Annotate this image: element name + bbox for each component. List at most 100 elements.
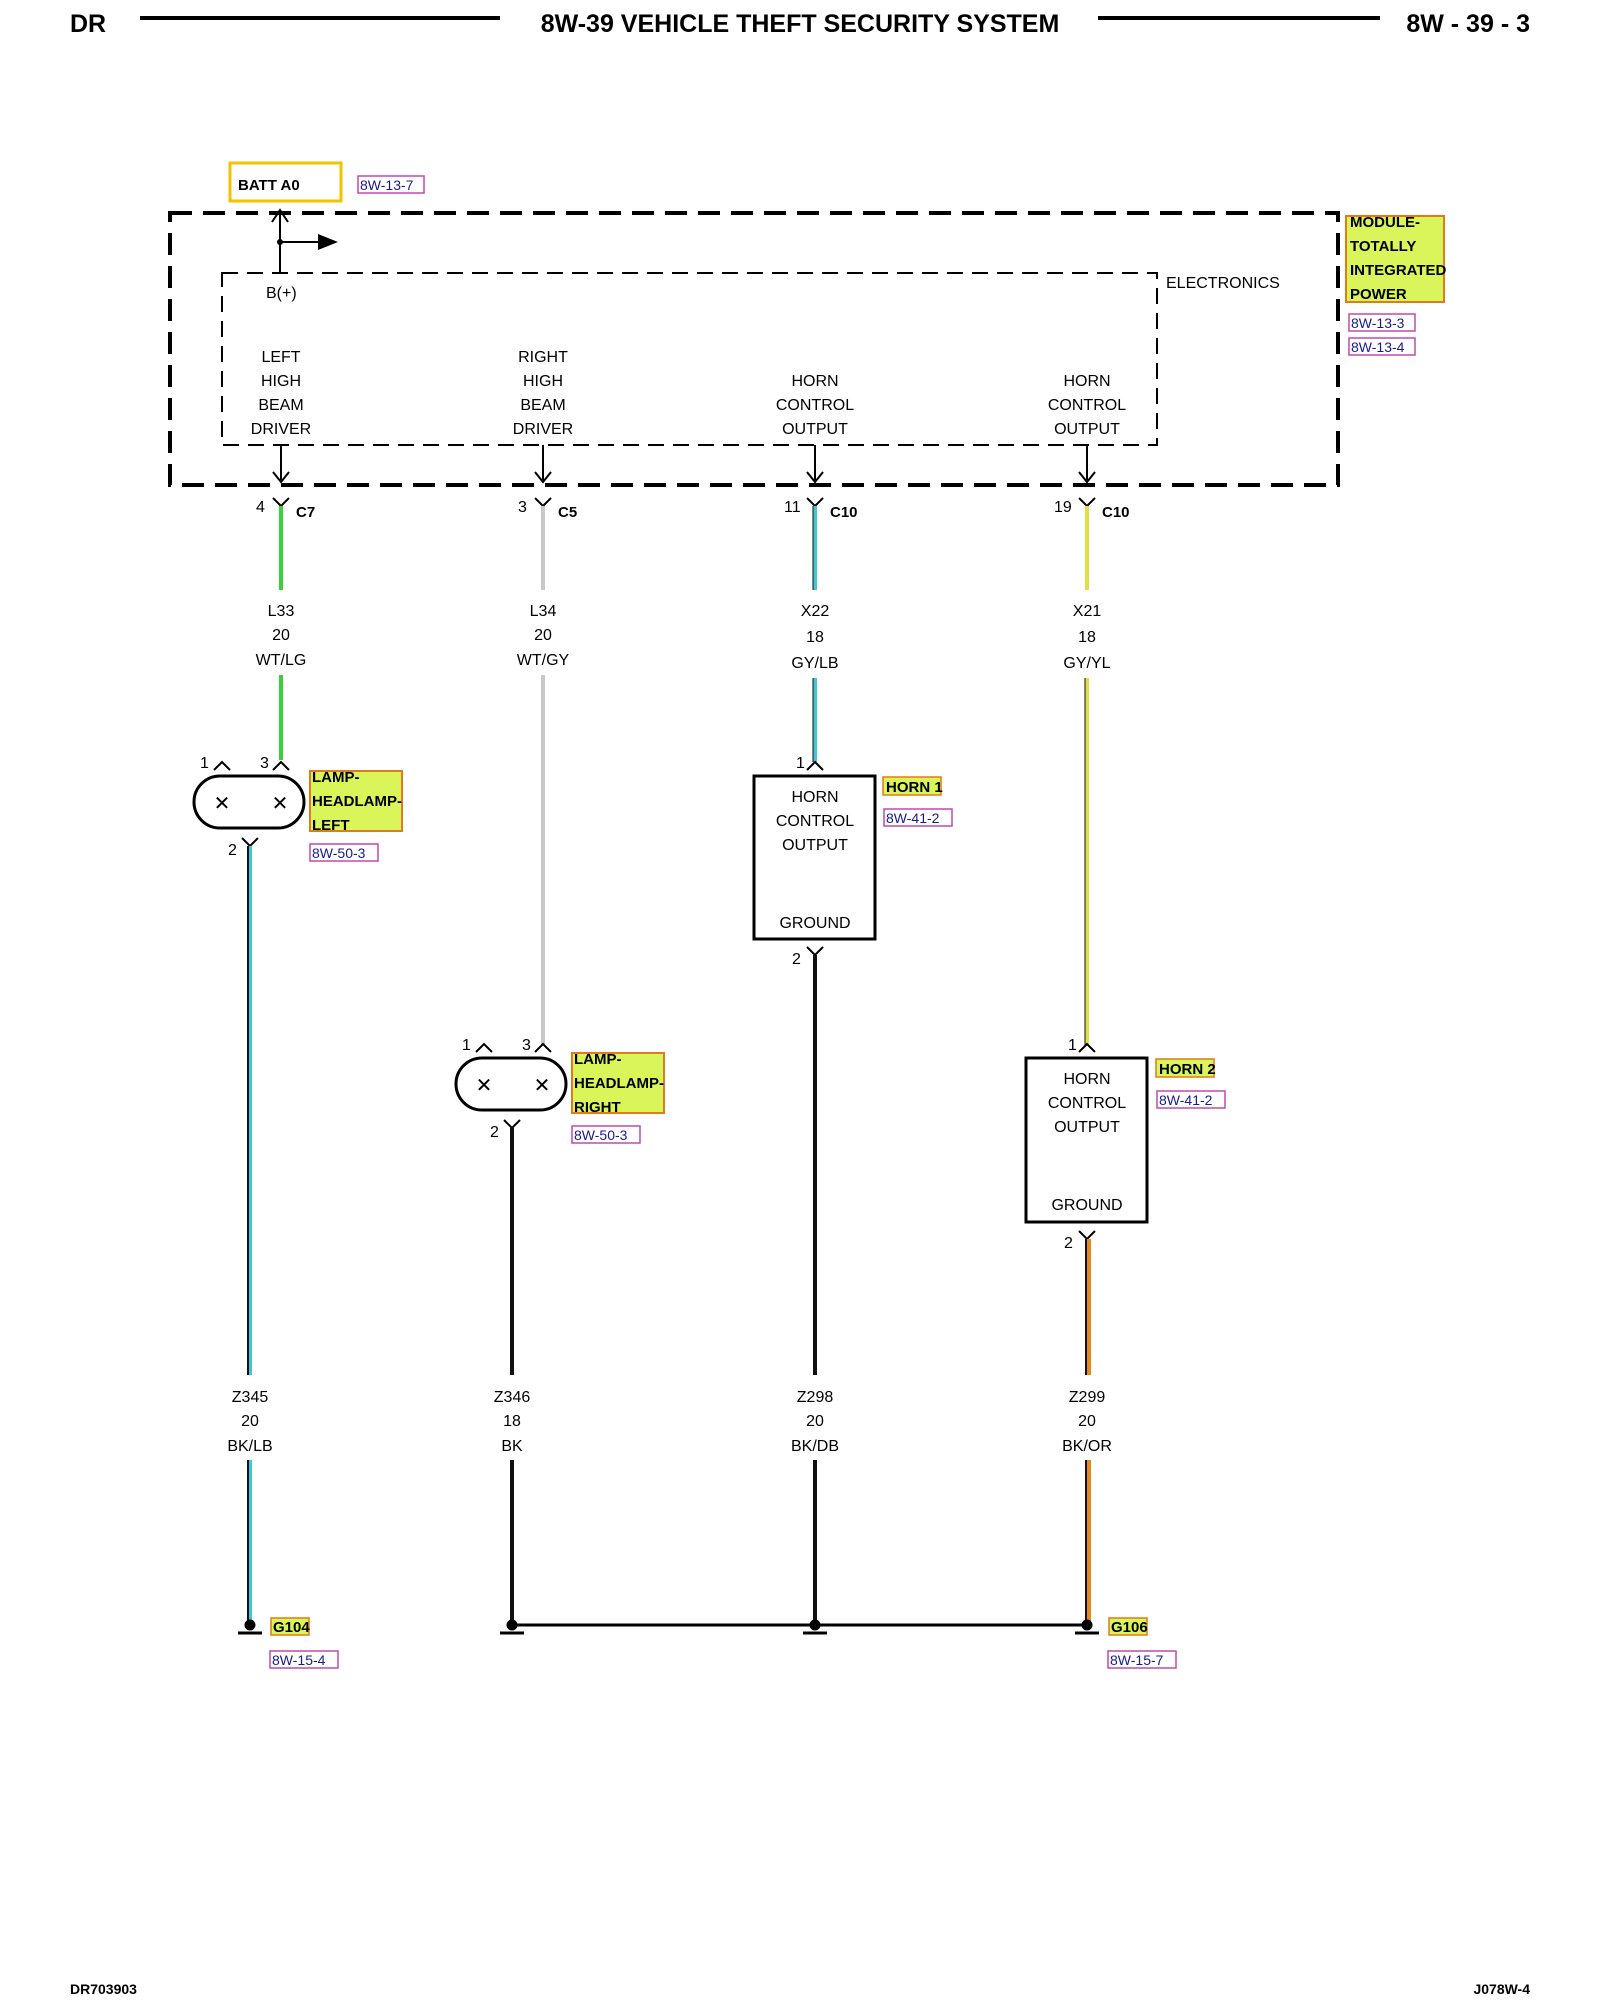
horn2-pin1: 1: [1068, 1037, 1077, 1054]
headlamp-right-name-3: RIGHT: [574, 1099, 621, 1116]
horn1-body: [752, 774, 877, 941]
bplus-splice: [277, 239, 283, 245]
wire-z346-gauge: 18: [503, 1413, 521, 1430]
batt-ref-link[interactable]: 8W-13-7: [360, 177, 414, 193]
headlamp-left-symbol: [192, 774, 306, 830]
horn2-ground-label: GROUND: [1051, 1197, 1122, 1214]
horn1-ref-box[interactable]: [883, 808, 953, 827]
g104-ref-link[interactable]: 8W-15-4: [272, 1652, 326, 1668]
out4-arrow: [1078, 471, 1096, 484]
horn1-ground-label: GROUND: [779, 915, 850, 932]
wire-l34-color: WT/GY: [517, 652, 570, 669]
g104-ref-box[interactable]: [269, 1650, 339, 1669]
out2-line-2: HIGH: [523, 373, 563, 390]
wire-z299-gauge: 20: [1078, 1413, 1096, 1430]
headlamp-right-ref-box[interactable]: [571, 1125, 641, 1144]
c5-pin: 3: [518, 499, 527, 516]
out4-line-1: HORN: [1063, 373, 1110, 390]
horn2-ref-box[interactable]: [1156, 1090, 1226, 1109]
g104-splice-dot: [244, 1619, 256, 1631]
bplus-branch-arrow: [318, 234, 338, 250]
horn2-name-box: [1155, 1058, 1215, 1078]
module-ref-link-2[interactable]: 8W-13-4: [1351, 339, 1405, 355]
horn1-name-box: [882, 776, 942, 796]
headlamp-right-filament-1: ✕: [476, 1075, 493, 1097]
g106-splice-dot: [1081, 1619, 1093, 1631]
g106-name-box: [1108, 1617, 1148, 1636]
headlamp-left-name-3: LEFT: [312, 817, 350, 834]
horn2-pin2-symbol: [1078, 1230, 1096, 1241]
g104-name-box: [270, 1617, 310, 1636]
c7-pin: 4: [256, 499, 265, 516]
horn2-name: HORN 2: [1159, 1061, 1216, 1078]
headlamp-right-pin1: 1: [462, 1037, 471, 1054]
module-name-line-4: POWER: [1350, 286, 1407, 303]
horn2-line-1: HORN: [1063, 1071, 1110, 1088]
headlamp-left-pin3: 3: [260, 755, 269, 772]
wire-z346-color: BK: [501, 1438, 523, 1455]
g106-name: G106: [1111, 1619, 1148, 1636]
wire-x21-color: GY/YL: [1063, 655, 1110, 672]
headlamp-right-pin1-symbol: [475, 1042, 493, 1053]
horn2-pin1-symbol: [1078, 1042, 1096, 1053]
batt-ref-box[interactable]: [357, 175, 425, 194]
module-ref-link-1[interactable]: 8W-13-3: [1351, 315, 1405, 331]
wire-x21-gauge: 18: [1078, 629, 1096, 646]
headlamp-right-filament-2: ✕: [534, 1075, 551, 1097]
module-name-box: [1345, 215, 1445, 303]
batt-label: BATT A0: [238, 177, 300, 194]
out2-line-4: DRIVER: [513, 421, 573, 438]
horn2-ref-link[interactable]: 8W-41-2: [1159, 1092, 1213, 1108]
wire-z298-color: BK/DB: [791, 1438, 839, 1455]
horn2-pin2: 2: [1064, 1235, 1073, 1252]
horn1-ref-link[interactable]: 8W-41-2: [886, 810, 940, 826]
out1-arrow: [272, 471, 290, 484]
footer-right: J078W-4: [1473, 1981, 1530, 1997]
horn2-line-3: OUTPUT: [1054, 1119, 1120, 1136]
headlamp-right-ref-link[interactable]: 8W-50-3: [574, 1127, 628, 1143]
headlamp-left-pin1-symbol: [213, 760, 231, 771]
c10-pin-11: 11: [784, 499, 801, 516]
out4-line-3: OUTPUT: [1054, 421, 1120, 438]
wire-l34-id: L34: [530, 603, 557, 620]
headlamp-left-pin2: 2: [228, 842, 237, 859]
c7-cavity-symbol: [272, 497, 290, 508]
horn1-pin2: 2: [792, 951, 801, 968]
wire-l33-id: L33: [268, 603, 295, 620]
wire-z346-id: Z346: [494, 1389, 531, 1406]
headlamp-right-name-1: LAMP-: [574, 1051, 622, 1068]
wire-z298-gauge: 20: [806, 1413, 824, 1430]
headlamp-right-pin2: 2: [490, 1124, 499, 1141]
c5-cavity-symbol: [534, 497, 552, 508]
wire-x22-color: GY/LB: [791, 655, 838, 672]
g104-name: G104: [273, 1619, 310, 1636]
module-ref-box-1[interactable]: [1348, 313, 1416, 332]
headlamp-left-pin2-symbol: [241, 837, 259, 848]
headlamp-left-ref-box[interactable]: [309, 843, 379, 862]
horn1-pin1: 1: [796, 755, 805, 772]
out2-line-1: RIGHT: [518, 349, 568, 366]
out2-line-3: BEAM: [520, 397, 565, 414]
wire-z345-id: Z345: [232, 1389, 269, 1406]
out1-line-3: BEAM: [258, 397, 303, 414]
module-name-line-1: MODULE-: [1350, 214, 1420, 231]
module-ref-box-2[interactable]: [1348, 337, 1416, 356]
bplus-label: B(+): [266, 285, 297, 302]
ground-splice-dot-z346: [506, 1619, 518, 1631]
headlamp-left-ref-link[interactable]: 8W-50-3: [312, 845, 366, 861]
headlamp-left-filament-1: ✕: [214, 793, 231, 815]
electronics-label: ELECTRONICS: [1166, 275, 1280, 292]
wire-z345-color: BK/LB: [227, 1438, 272, 1455]
wire-z345-gauge: 20: [241, 1413, 259, 1430]
g106-ref-link[interactable]: 8W-15-7: [1110, 1652, 1164, 1668]
horn1-name: HORN 1: [886, 779, 943, 796]
c10-cavity-symbol-19: [1078, 497, 1096, 508]
horn2-line-2: CONTROL: [1048, 1095, 1126, 1112]
horn1-pin2-symbol: [806, 946, 824, 957]
footer-left: DR703903: [70, 1981, 137, 1997]
horn1-line-3: OUTPUT: [782, 837, 848, 854]
headlamp-left-name-1: LAMP-: [312, 769, 360, 786]
horn1-line-2: CONTROL: [776, 813, 854, 830]
g106-ref-box[interactable]: [1107, 1650, 1177, 1669]
headlamp-left-filament-2: ✕: [272, 793, 289, 815]
